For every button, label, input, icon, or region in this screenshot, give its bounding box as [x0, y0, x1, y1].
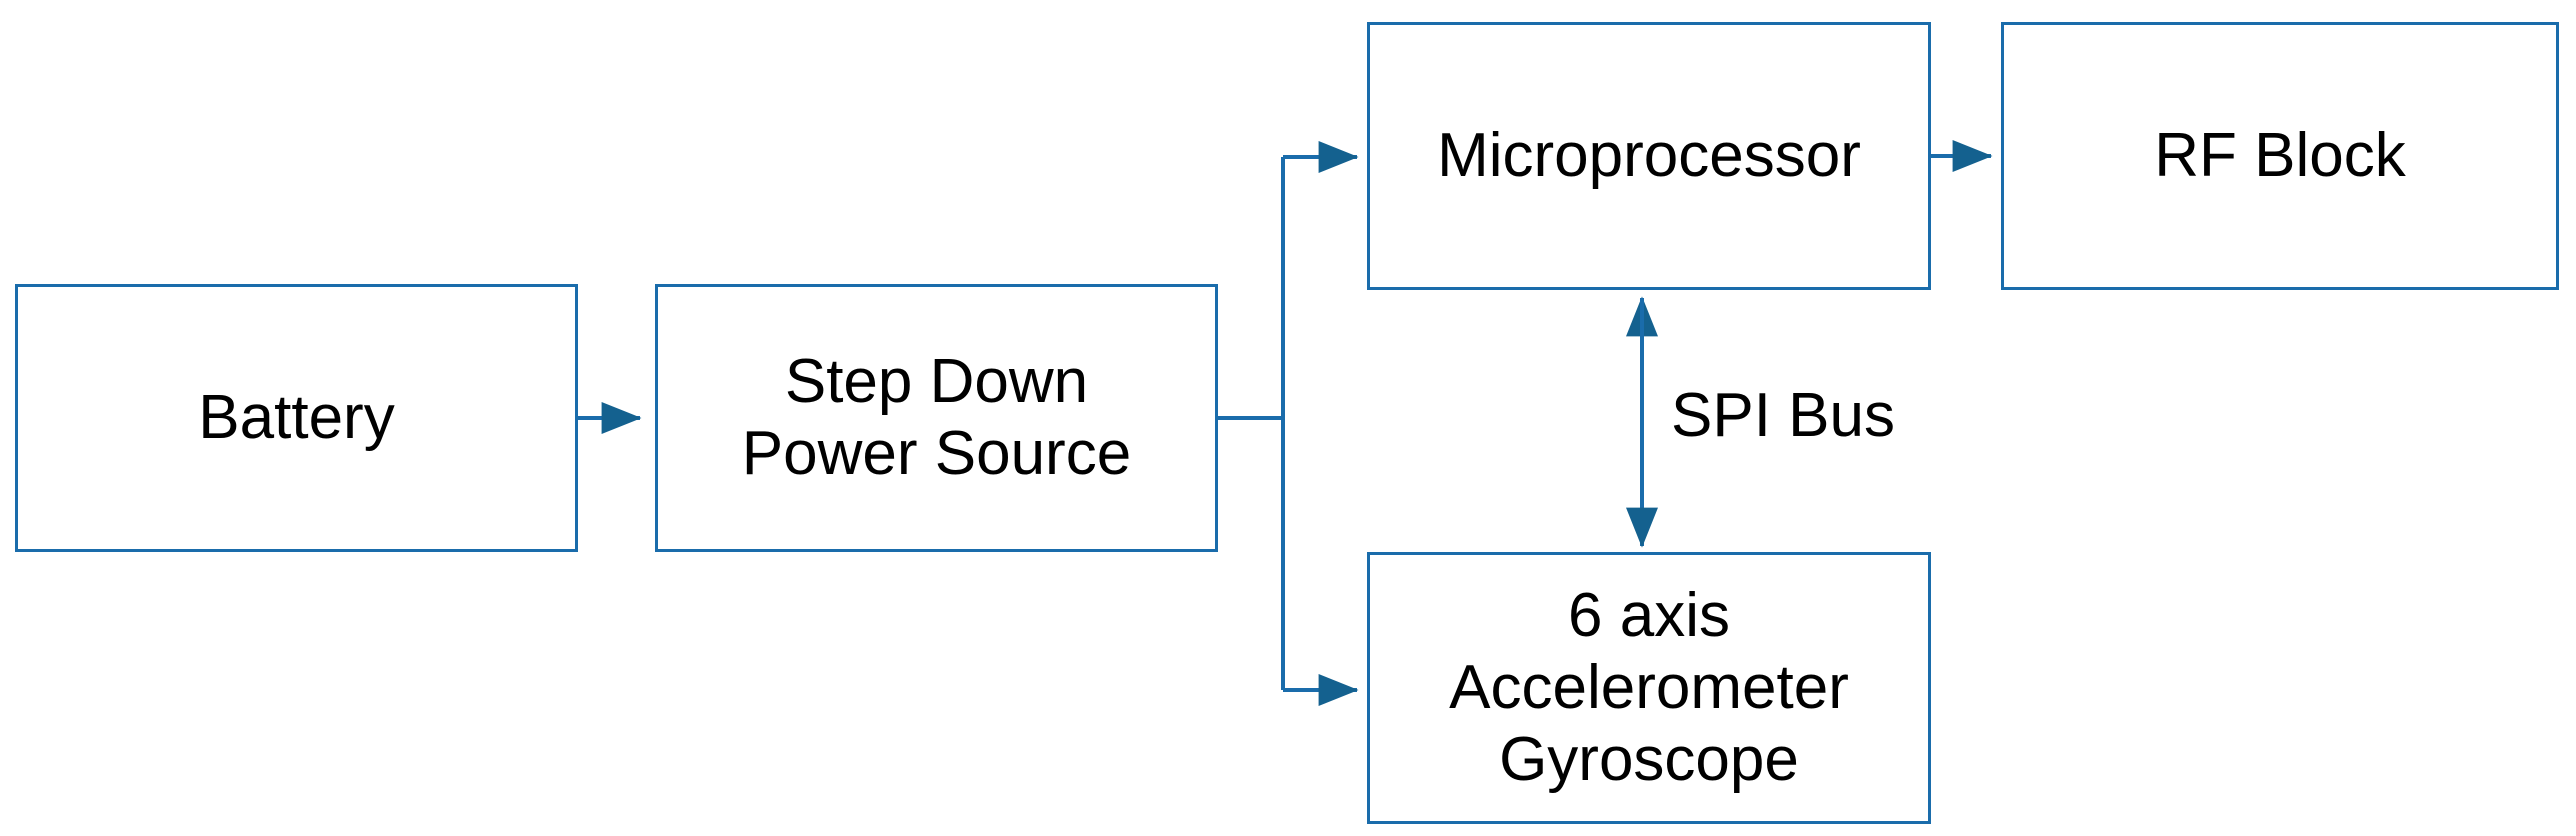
- node-rf-block[interactable]: RF Block: [2001, 22, 2559, 290]
- node-accelerometer-gyroscope[interactable]: 6 axis Accelerometer Gyroscope: [1367, 552, 1931, 824]
- node-battery[interactable]: Battery: [15, 284, 578, 552]
- spi-bus-text: SPI Bus: [1671, 381, 1895, 450]
- edge-step-down-branch-trunk: [1218, 157, 1285, 690]
- node-rf-block-label: RF Block: [2154, 121, 2406, 191]
- node-microprocessor[interactable]: Microprocessor: [1367, 22, 1931, 290]
- edge-label-spi-bus: SPI Bus: [1671, 381, 1895, 450]
- node-step-down-power-source-label: Step Down Power Source: [741, 347, 1132, 488]
- node-accelerometer-gyroscope-label: 6 axis Accelerometer Gyroscope: [1449, 581, 1849, 794]
- node-microprocessor-label: Microprocessor: [1437, 121, 1861, 191]
- node-battery-label: Battery: [198, 383, 395, 453]
- node-step-down-power-source[interactable]: Step Down Power Source: [655, 284, 1218, 552]
